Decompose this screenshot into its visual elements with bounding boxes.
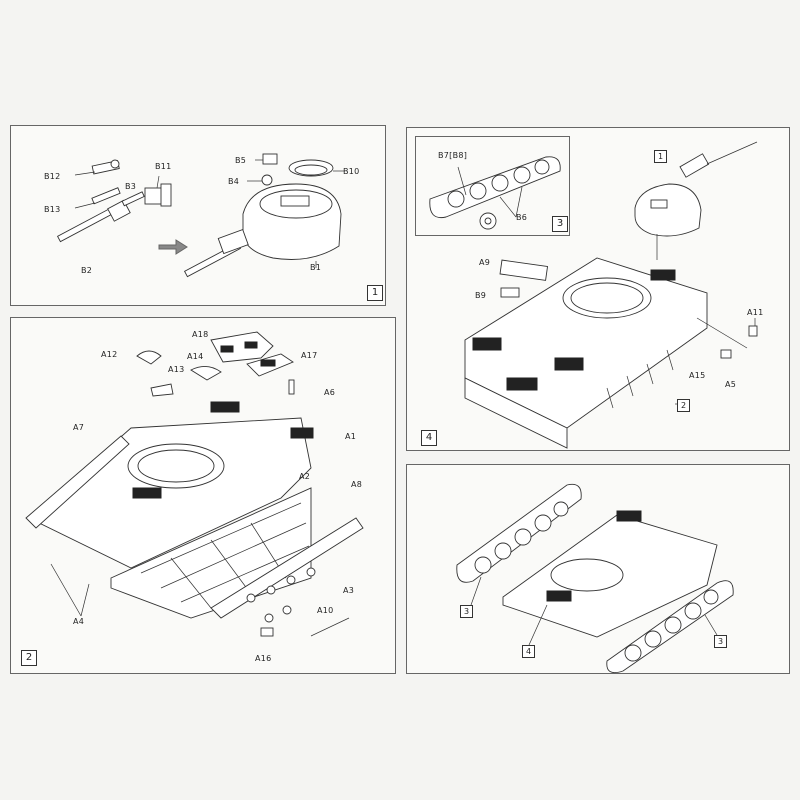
step-4-drawing <box>464 141 758 449</box>
final-assembly-drawing <box>456 483 734 674</box>
step-3-drawing <box>429 156 561 230</box>
label-a12: A12 <box>101 350 118 359</box>
label-a11: A11 <box>747 308 764 317</box>
label-a7: A7 <box>73 423 85 432</box>
label-a10: A10 <box>317 606 334 615</box>
step-3-inset: B7[B8] B6 3 <box>415 136 570 236</box>
step-1-drawing <box>56 153 345 278</box>
step-2-drawing <box>25 331 364 637</box>
label-a17: A17 <box>301 351 318 360</box>
ref-step-4: 4 <box>522 645 535 658</box>
label-a8: A8 <box>351 480 363 489</box>
label-a6: A6 <box>324 388 336 397</box>
step-4-panel: B7[B8] B6 3 A9 B9 <box>406 127 790 451</box>
label-b11: B11 <box>155 162 172 171</box>
label-a9: A9 <box>479 258 491 267</box>
ref-step-3-left: 3 <box>460 605 473 618</box>
label-b12: B12 <box>44 172 61 181</box>
step-1-number: 1 <box>367 285 383 301</box>
label-b4: B4 <box>228 177 240 186</box>
label-b3: B3 <box>125 182 137 191</box>
step-2-number: 2 <box>21 650 37 666</box>
label-b10: B10 <box>343 167 360 176</box>
label-b9: B9 <box>475 291 487 300</box>
step-1-panel: B12 B13 B3 B11 B2 B5 B4 B10 B1 1 <box>10 125 386 306</box>
label-b13: B13 <box>44 205 61 214</box>
label-b7-b8: B7[B8] <box>438 151 468 160</box>
final-assembly-panel: 3 4 3 <box>406 464 790 674</box>
label-a2: A2 <box>299 472 311 481</box>
label-b6: B6 <box>516 213 528 222</box>
label-b5: B5 <box>235 156 247 165</box>
label-a16: A16 <box>255 654 272 663</box>
label-a4: A4 <box>73 617 85 626</box>
label-b1: B1 <box>310 263 322 272</box>
label-b2: B2 <box>81 266 93 275</box>
label-a13: A13 <box>168 365 185 374</box>
label-a5: A5 <box>725 380 737 389</box>
label-a14: A14 <box>187 352 204 361</box>
label-a1: A1 <box>345 432 357 441</box>
step-2-panel: A18 A12 A14 A17 A13 A6 A7 A1 A2 A8 A4 A3… <box>10 317 396 674</box>
ref-step-2: 2 <box>677 399 690 412</box>
step-4-number: 4 <box>421 430 437 446</box>
label-a15: A15 <box>689 371 706 380</box>
label-a18: A18 <box>192 330 209 339</box>
ref-step-1: 1 <box>654 150 667 163</box>
label-a3: A3 <box>343 586 355 595</box>
step-3-number: 3 <box>552 216 568 232</box>
ref-step-3-right: 3 <box>714 635 727 648</box>
